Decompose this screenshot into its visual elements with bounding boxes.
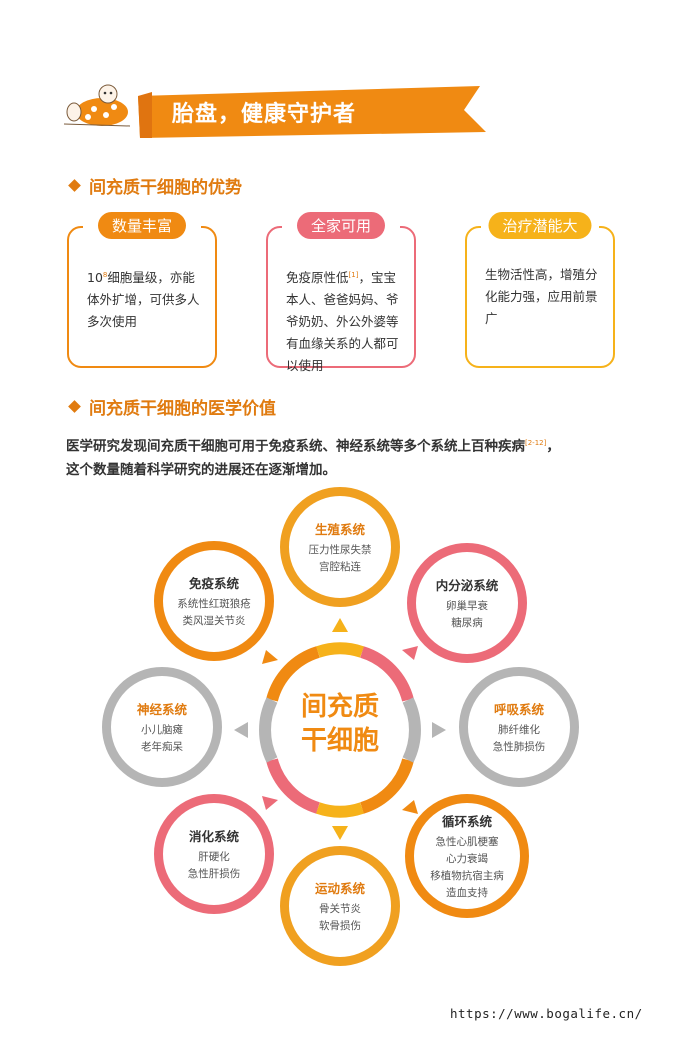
center-ring-diagram bbox=[234, 618, 446, 840]
node-disease: 急性心肌梗塞 bbox=[435, 835, 499, 848]
ring-arc bbox=[316, 802, 364, 818]
node-disease: 类风湿关节炎 bbox=[182, 614, 246, 627]
node-disease: 肺纤维化 bbox=[498, 723, 540, 736]
node-disease: 糖尿病 bbox=[451, 616, 483, 629]
node-title: 免疫系统 bbox=[188, 575, 239, 591]
node-reproductive-system: 生殖系统压力性尿失禁宫腔粘连 bbox=[280, 487, 400, 607]
diamond-icon bbox=[68, 179, 81, 192]
ribbon-shape bbox=[63, 84, 486, 138]
card-tag: 数量丰富 bbox=[97, 212, 187, 239]
footer-url[interactable]: https://www.bogalife.cn/ bbox=[450, 1006, 643, 1021]
node-disease: 急性肺损伤 bbox=[492, 740, 546, 753]
node-disease: 心力衰竭 bbox=[446, 852, 488, 865]
card-text: 生物活性高，增殖分化能力强，应用前景广 bbox=[485, 267, 598, 326]
arrow-se-icon bbox=[402, 800, 418, 814]
ring-arc bbox=[266, 646, 320, 702]
arrow-nw-icon bbox=[262, 650, 278, 664]
card-tag: 治疗潜能大 bbox=[488, 212, 592, 239]
node-disease: 肝硬化 bbox=[198, 850, 230, 863]
node-title: 内分泌系统 bbox=[435, 577, 499, 593]
arrow-left-icon bbox=[234, 722, 248, 738]
arrow-right-icon bbox=[432, 722, 446, 738]
node-disease: 软骨损伤 bbox=[319, 919, 361, 932]
node-title: 生殖系统 bbox=[314, 521, 365, 537]
section-heading-text: 间充质干细胞的医学价值 bbox=[89, 399, 276, 419]
node-disease: 急性肝损伤 bbox=[187, 867, 241, 880]
node-title: 呼吸系统 bbox=[493, 701, 544, 717]
ring-arc bbox=[402, 697, 421, 763]
diamond-icon bbox=[68, 400, 81, 413]
node-disease: 卵巢早衰 bbox=[446, 599, 488, 612]
ring-arc bbox=[316, 642, 364, 658]
card-text: 108细胞量级，亦能体外扩增，可供多人多次使用 bbox=[87, 270, 200, 330]
advantage-card-potential: 治疗潜能大 生物活性高，增殖分化能力强，应用前景广 bbox=[465, 212, 615, 368]
node-disease: 系统性红斑狼疮 bbox=[177, 597, 251, 610]
node-disease: 小儿脑瘫 bbox=[141, 723, 183, 736]
node-disease: 宫腔粘连 bbox=[319, 560, 361, 573]
node-respiratory-system: 呼吸系统肺纤维化急性肺损伤 bbox=[459, 667, 579, 787]
card-tag: 全家可用 bbox=[296, 212, 386, 239]
card-text: 免疫原性低[1]，宝宝本人、爸爸妈妈、爷爷奶奶、外公外婆等有血缘关系的人都可以使… bbox=[286, 270, 399, 374]
center-label: 间充质 干细胞 bbox=[300, 692, 379, 756]
section-heading-medical-value: 间充质干细胞的医学价值 bbox=[68, 394, 276, 419]
node-motor-system: 运动系统骨关节炎软骨损伤 bbox=[280, 846, 400, 966]
ring-arc bbox=[266, 758, 320, 814]
bear-mascot-icon bbox=[63, 84, 131, 127]
intro-paragraph: 医学研究发现间充质干细胞可用于免疫系统、神经系统等多个系统上百种疾病[2-12]… bbox=[66, 438, 560, 478]
node-circulatory-system: 循环系统急性心肌梗塞心力衰竭移植物抗宿主病造血支持 bbox=[405, 794, 529, 918]
node-digestive-system: 消化系统肝硬化急性肝损伤 bbox=[154, 794, 274, 914]
node-disease: 压力性尿失禁 bbox=[308, 543, 372, 556]
section-heading-text: 间充质干细胞的优势 bbox=[89, 178, 242, 198]
ring-arc bbox=[360, 758, 414, 814]
node-disease: 老年痴呆 bbox=[141, 740, 183, 753]
arrow-icons bbox=[234, 618, 446, 840]
section-heading-advantages: 间充质干细胞的优势 bbox=[68, 173, 242, 198]
ring-arc bbox=[360, 646, 414, 702]
node-endocrine-system: 内分泌系统卵巢早衰糖尿病 bbox=[407, 543, 527, 663]
node-immune-system: 免疫系统系统性红斑狼疮类风湿关节炎 bbox=[154, 541, 274, 661]
ring-arc bbox=[259, 697, 278, 763]
arrow-ne-icon bbox=[402, 646, 418, 660]
advantage-card-abundant: 数量丰富 108细胞量级，亦能体外扩增，可供多人多次使用 bbox=[67, 212, 217, 368]
node-title: 神经系统 bbox=[136, 701, 187, 717]
arrow-down-icon bbox=[332, 826, 348, 840]
advantage-card-family: 全家可用 免疫原性低[1]，宝宝本人、爸爸妈妈、爷爷奶奶、外公外婆等有血缘关系的… bbox=[266, 212, 416, 373]
node-nervous-system: 神经系统小儿脑瘫老年痴呆 bbox=[102, 667, 222, 787]
banner-title: 胎盘，健康守护者 bbox=[172, 102, 357, 127]
title-banner bbox=[60, 82, 490, 154]
node-disease: 造血支持 bbox=[446, 886, 488, 899]
arrow-up-icon bbox=[332, 618, 348, 632]
node-disease: 骨关节炎 bbox=[319, 902, 361, 915]
arrow-sw-icon bbox=[262, 796, 278, 810]
node-disease: 移植物抗宿主病 bbox=[430, 869, 504, 882]
node-title: 运动系统 bbox=[314, 880, 365, 896]
node-title: 循环系统 bbox=[441, 813, 492, 829]
node-title: 消化系统 bbox=[188, 828, 239, 844]
